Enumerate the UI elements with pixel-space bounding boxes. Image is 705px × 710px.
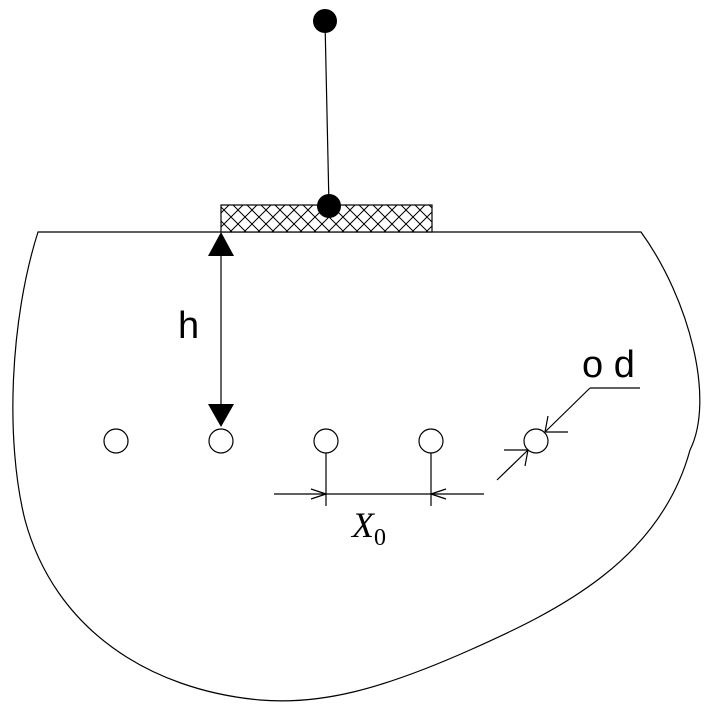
depth-label: h: [178, 305, 199, 347]
top-node: [313, 9, 337, 33]
spacing-label: X0: [350, 505, 386, 551]
probe-wire: [324, 20, 330, 207]
hole-array: [103, 428, 549, 454]
diameter-label: o d: [582, 344, 635, 386]
hole-2: [208, 428, 234, 454]
plate-node: [317, 194, 341, 218]
spacing-label-sub: 0: [374, 525, 386, 551]
hole-1: [103, 428, 129, 454]
depth-dimension: [208, 232, 234, 427]
hole-3: [313, 428, 339, 454]
diameter-dimension: [496, 387, 640, 481]
body-outline: [12, 231, 701, 702]
hole-4: [418, 428, 444, 454]
spacing-label-var: X: [350, 505, 376, 545]
spacing-dimension: [274, 453, 484, 506]
hole-5: [523, 428, 549, 454]
